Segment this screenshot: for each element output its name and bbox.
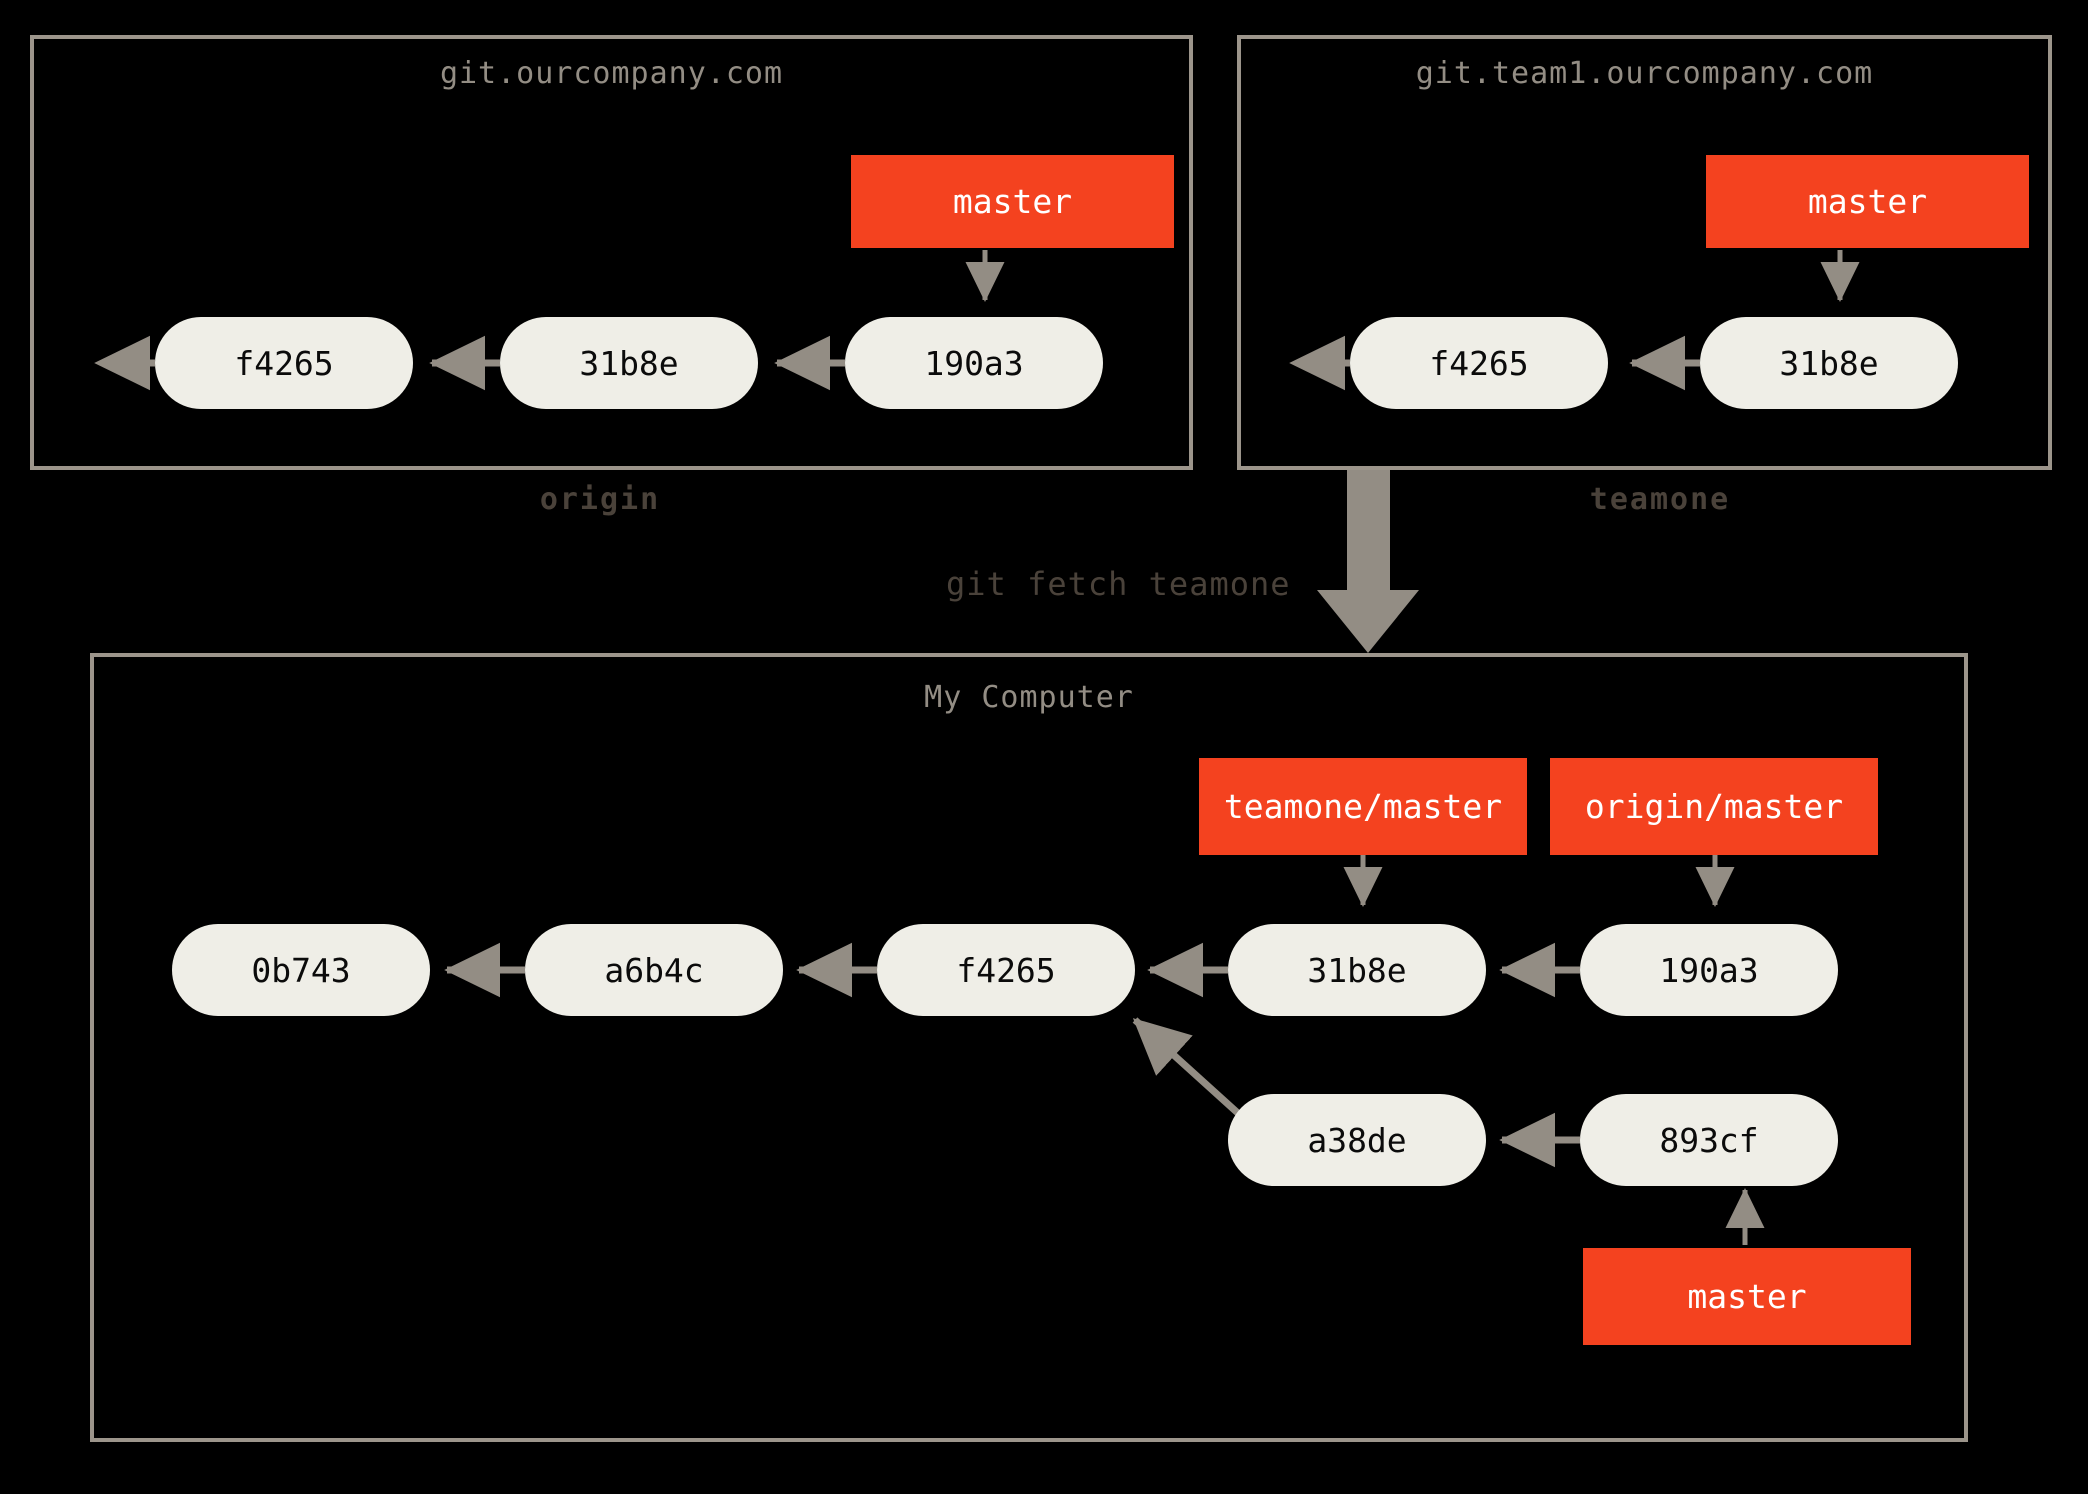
branch-label-text: master — [1687, 1277, 1807, 1316]
panel-origin-title: git.ourcompany.com — [439, 56, 784, 91]
commit-node[interactable]: 190a3 — [1580, 924, 1838, 1016]
branch-label[interactable]: teamone/master — [1199, 758, 1527, 855]
panel-teamone-caption: teamone — [1589, 482, 1731, 517]
commit-node[interactable]: 893cf — [1580, 1094, 1838, 1186]
commit-id: a6b4c — [604, 950, 704, 990]
panel-teamone — [1237, 35, 2052, 470]
branch-label-text: teamone/master — [1223, 787, 1503, 826]
commit-node[interactable]: 190a3 — [845, 317, 1103, 409]
branch-label[interactable]: master — [1706, 155, 2029, 248]
panel-origin-caption: origin — [539, 482, 661, 517]
commit-node[interactable]: a38de — [1228, 1094, 1486, 1186]
commit-node[interactable]: f4265 — [1350, 317, 1608, 409]
commit-node[interactable]: 31b8e — [1700, 317, 1958, 409]
fetch-command-label: git fetch teamone — [946, 565, 1291, 603]
branch-label-text: master — [952, 182, 1073, 221]
commit-node[interactable]: a6b4c — [525, 924, 783, 1016]
commit-id: f4265 — [956, 950, 1056, 990]
branch-label[interactable]: origin/master — [1550, 758, 1878, 855]
commit-node[interactable]: f4265 — [155, 317, 413, 409]
commit-id: 190a3 — [1659, 950, 1759, 990]
panel-my-computer-title: My Computer — [924, 680, 1134, 715]
branch-label-text: master — [1807, 182, 1928, 221]
commit-node[interactable]: 31b8e — [500, 317, 758, 409]
branch-label[interactable]: master — [1583, 1248, 1911, 1345]
commit-id: f4265 — [1429, 343, 1529, 383]
panel-teamone-title: git.team1.ourcompany.com — [1415, 56, 1874, 91]
commit-id: 31b8e — [1307, 950, 1407, 990]
commit-node[interactable]: f4265 — [877, 924, 1135, 1016]
commit-id: 0b743 — [251, 950, 351, 990]
panel-my-computer — [90, 653, 1968, 1442]
panel-origin — [30, 35, 1193, 470]
commit-node[interactable]: 0b743 — [172, 924, 430, 1016]
commit-id: 31b8e — [579, 343, 679, 383]
branch-label[interactable]: master — [851, 155, 1174, 248]
commit-node[interactable]: 31b8e — [1228, 924, 1486, 1016]
commit-id: 893cf — [1659, 1120, 1759, 1160]
branch-label-text: origin/master — [1584, 787, 1844, 826]
commit-id: 190a3 — [924, 343, 1024, 383]
commit-id: 31b8e — [1779, 343, 1879, 383]
commit-id: a38de — [1307, 1120, 1407, 1160]
commit-id: f4265 — [234, 343, 334, 383]
